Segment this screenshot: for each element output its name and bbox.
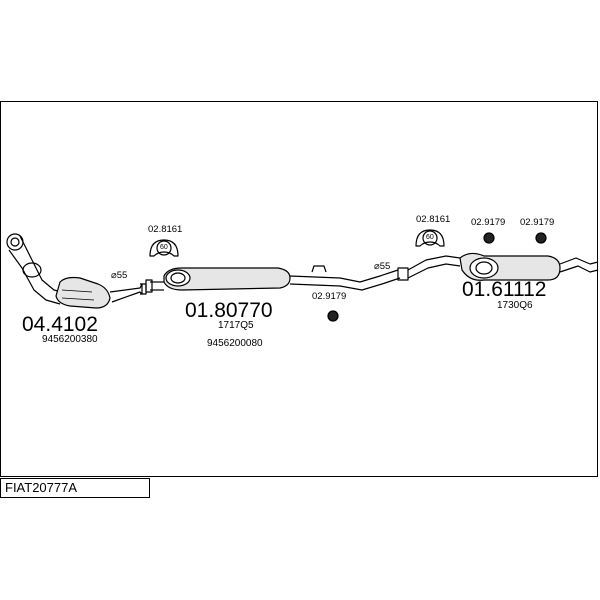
- part-number: 01.80770: [185, 299, 273, 322]
- oem-number: 9456200380: [42, 334, 98, 345]
- rear-muffler: [397, 252, 599, 281]
- clamp-badge: 60: [426, 234, 434, 241]
- catalytic-converter: [6, 233, 147, 309]
- clamp-icon: [415, 229, 445, 247]
- oem-number: 1730Q6: [497, 300, 533, 311]
- clamp-icon: [149, 239, 179, 257]
- oem-number: 9456200080: [207, 338, 263, 349]
- diameter-label: ⌀55: [111, 270, 128, 281]
- rubber-mount-icon: [535, 232, 547, 244]
- oem-number: 1717Q5: [218, 320, 254, 331]
- accessory-number: 02.9179: [312, 291, 347, 302]
- central-muffler: [145, 265, 401, 293]
- rubber-mount-icon: [327, 310, 339, 322]
- accessory-number: 02.9179: [520, 217, 555, 228]
- accessory-number: 02.8161: [148, 224, 183, 235]
- part-number: 01.61112: [462, 278, 547, 301]
- diameter-label: ⌀55: [374, 261, 391, 272]
- clamp-badge: 60: [160, 244, 168, 251]
- accessory-number: 02.9179: [471, 217, 506, 228]
- diagram-frame: [0, 101, 598, 477]
- diagram-code: FIAT20777A: [5, 480, 78, 495]
- part-number: 04.4102: [22, 313, 98, 336]
- rubber-mount-icon: [483, 232, 495, 244]
- diagram-code-box: FIAT20777A: [0, 478, 150, 498]
- accessory-number: 02.8161: [416, 214, 451, 225]
